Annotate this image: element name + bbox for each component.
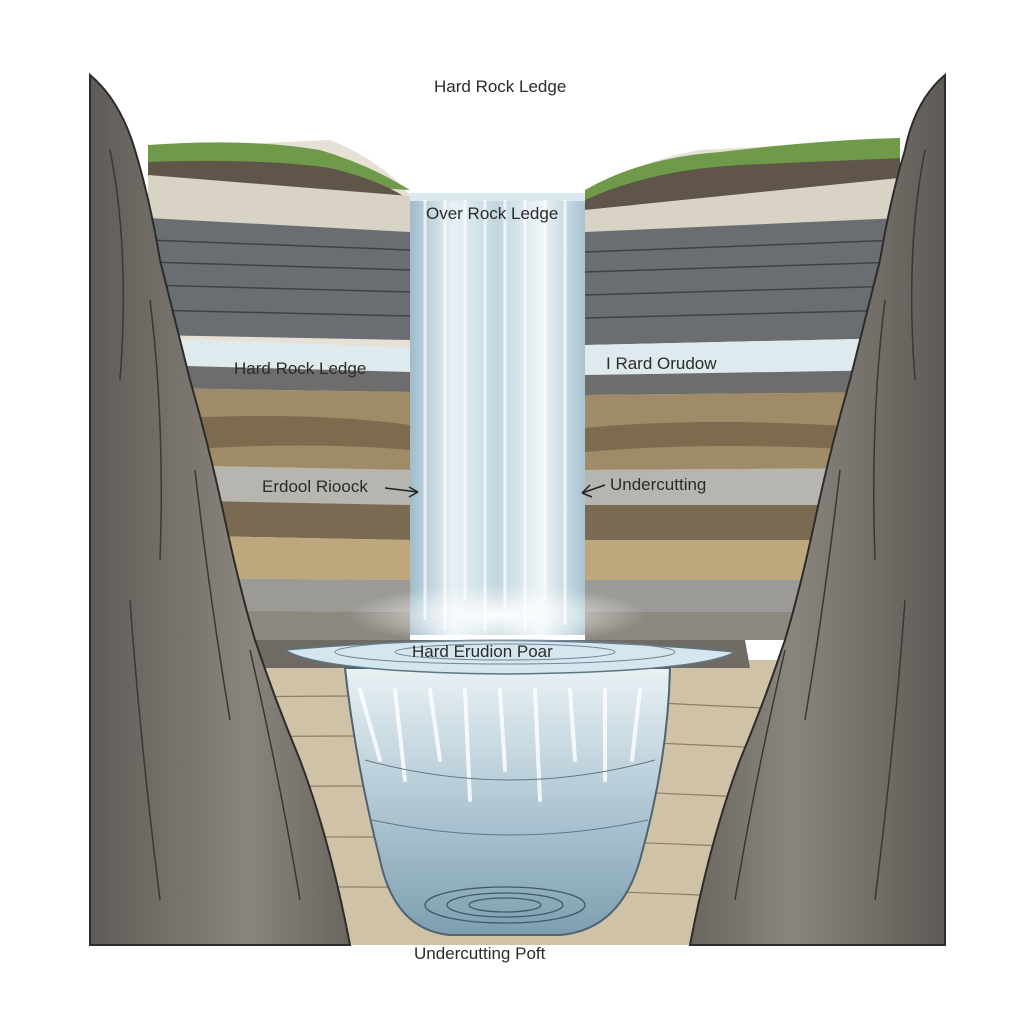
label-erosion-pool: Hard Erudion Poar (412, 642, 553, 661)
label-right-upper: I Rard Orudow (606, 354, 717, 373)
waterfall (347, 193, 647, 645)
rock-strata-right (584, 138, 901, 640)
label-arrows (384, 484, 606, 498)
label-over-rock-ledge: Over Rock Ledge (426, 204, 559, 223)
label-left-hard-rock-ledge: Hard Rock Ledge (234, 359, 367, 378)
label-undercutting: Undercutting (610, 475, 707, 494)
label-top-hard-rock-ledge: Hard Rock Ledge (434, 77, 567, 96)
label-undercutting-bottom: Undercutting Poft (414, 944, 546, 963)
plunge-pool (343, 667, 672, 936)
cliff-right (688, 72, 946, 946)
label-eroded-rock: Erdool Rioock (262, 477, 368, 496)
cliff-left (89, 72, 352, 946)
